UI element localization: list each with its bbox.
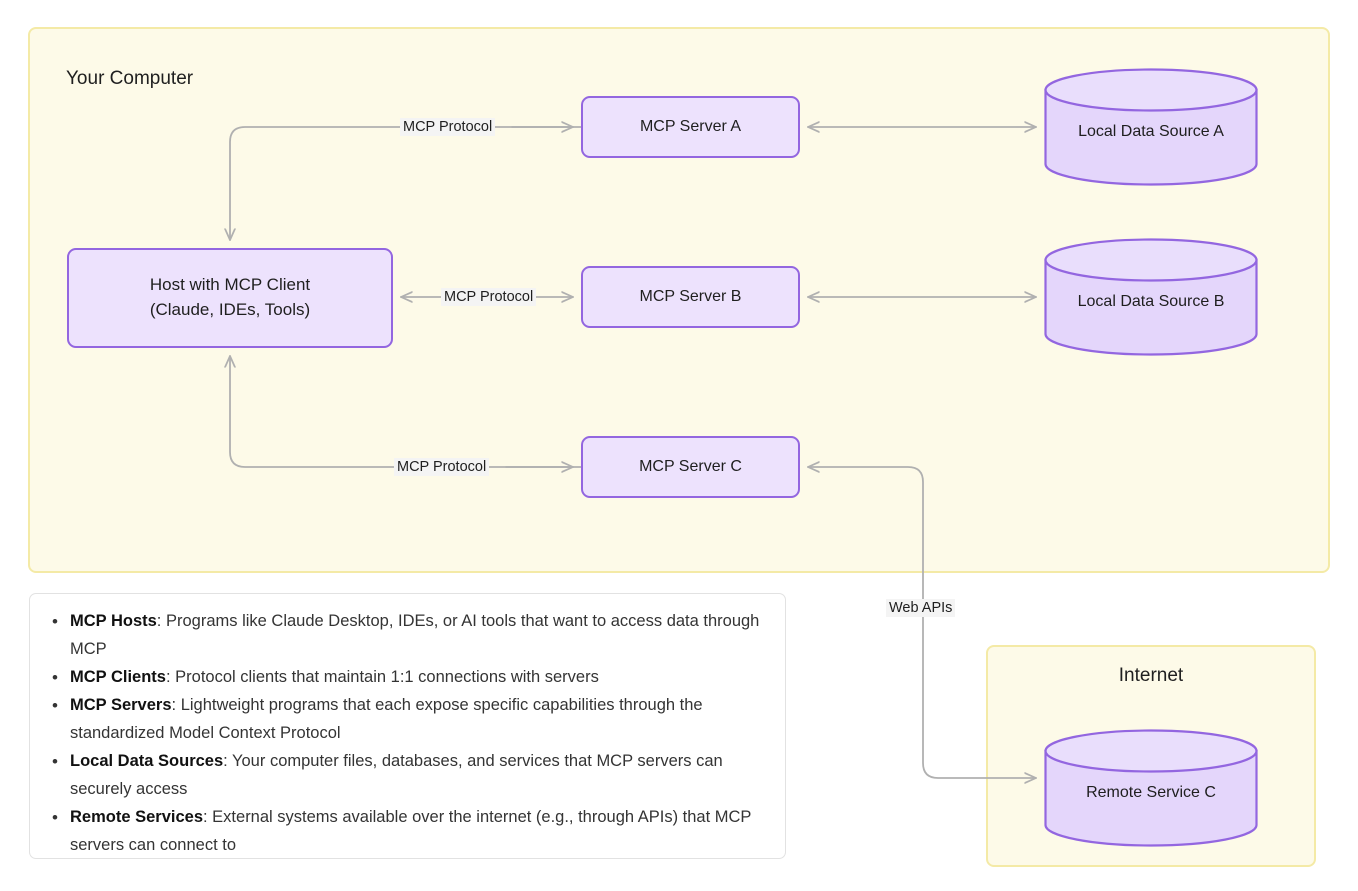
node-host-line1: Host with MCP Client <box>149 275 311 295</box>
legend-item: MCP Servers: Lightweight programs that e… <box>52 692 767 747</box>
database-cylinder-icon <box>1044 238 1258 356</box>
legend-item: MCP Hosts: Programs like Claude Desktop,… <box>52 608 767 663</box>
node-remote-service-c[interactable]: Remote Service C <box>1044 729 1258 847</box>
node-mcp-server-b[interactable]: MCP Server B <box>581 266 800 328</box>
edge-server-c-to-remote-c <box>807 467 1037 778</box>
legend-item-term: MCP Clients <box>70 667 166 686</box>
edge-server-a-to-host <box>230 126 582 241</box>
legend-item-desc: Your computer files, databases, and serv… <box>70 752 723 798</box>
legend-item: Remote Services: External systems availa… <box>52 804 767 859</box>
node-mcp-server-a[interactable]: MCP Server A <box>581 96 800 158</box>
node-local-data-source-a[interactable]: Local Data Source A <box>1044 68 1258 186</box>
edge-label-mcp-protocol-c: MCP Protocol <box>394 458 490 476</box>
legend-item-term: MCP Hosts <box>70 612 157 630</box>
legend-item-term: Remote Services <box>70 808 203 827</box>
node-local-data-source-a-label: Local Data Source A <box>1078 123 1224 140</box>
database-cylinder-icon <box>1044 68 1258 186</box>
edge-label-web-apis: Web APIs <box>886 599 956 617</box>
node-mcp-server-c[interactable]: MCP Server C <box>581 436 800 498</box>
node-local-data-source-b-label: Local Data Source B <box>1077 293 1225 310</box>
legend-item-desc: Protocol clients that maintain 1:1 conne… <box>175 667 599 686</box>
node-host-with-mcp-client[interactable]: Host with MCP Client (Claude, IDEs, Tool… <box>67 248 393 348</box>
legend-list: MCP Hosts: Programs like Claude Desktop,… <box>44 608 767 859</box>
node-mcp-server-a-label: MCP Server A <box>639 118 742 136</box>
node-remote-service-c-label: Remote Service C <box>1086 784 1216 801</box>
legend-item: Local Data Sources: Your computer files,… <box>52 748 767 803</box>
node-mcp-server-c-label: MCP Server C <box>639 458 742 476</box>
edge-label-mcp-protocol-b: MCP Protocol <box>441 288 537 306</box>
container-title-internet: Internet <box>1118 665 1184 686</box>
legend-item-desc: Programs like Claude Desktop, IDEs, or A… <box>70 612 760 658</box>
container-title-your-computer: Your Computer <box>66 68 194 89</box>
node-mcp-server-b-label: MCP Server B <box>639 288 742 306</box>
legend-panel: MCP Hosts: Programs like Claude Desktop,… <box>29 593 786 859</box>
edge-server-c-to-host <box>230 355 582 468</box>
node-host-line2: (Claude, IDEs, Tools) <box>149 300 311 319</box>
legend-item: MCP Clients: Protocol clients that maint… <box>52 664 767 692</box>
edge-label-mcp-protocol-a: MCP Protocol <box>400 118 496 136</box>
legend-item-term: MCP Servers <box>70 696 172 715</box>
legend-item-desc: External systems available over the inte… <box>70 808 752 854</box>
legend-item-term: Local Data Sources <box>70 752 224 771</box>
database-cylinder-icon <box>1044 729 1258 847</box>
node-local-data-source-b[interactable]: Local Data Source B <box>1044 238 1258 356</box>
legend-item-desc: Lightweight programs that each expose sp… <box>70 696 703 742</box>
